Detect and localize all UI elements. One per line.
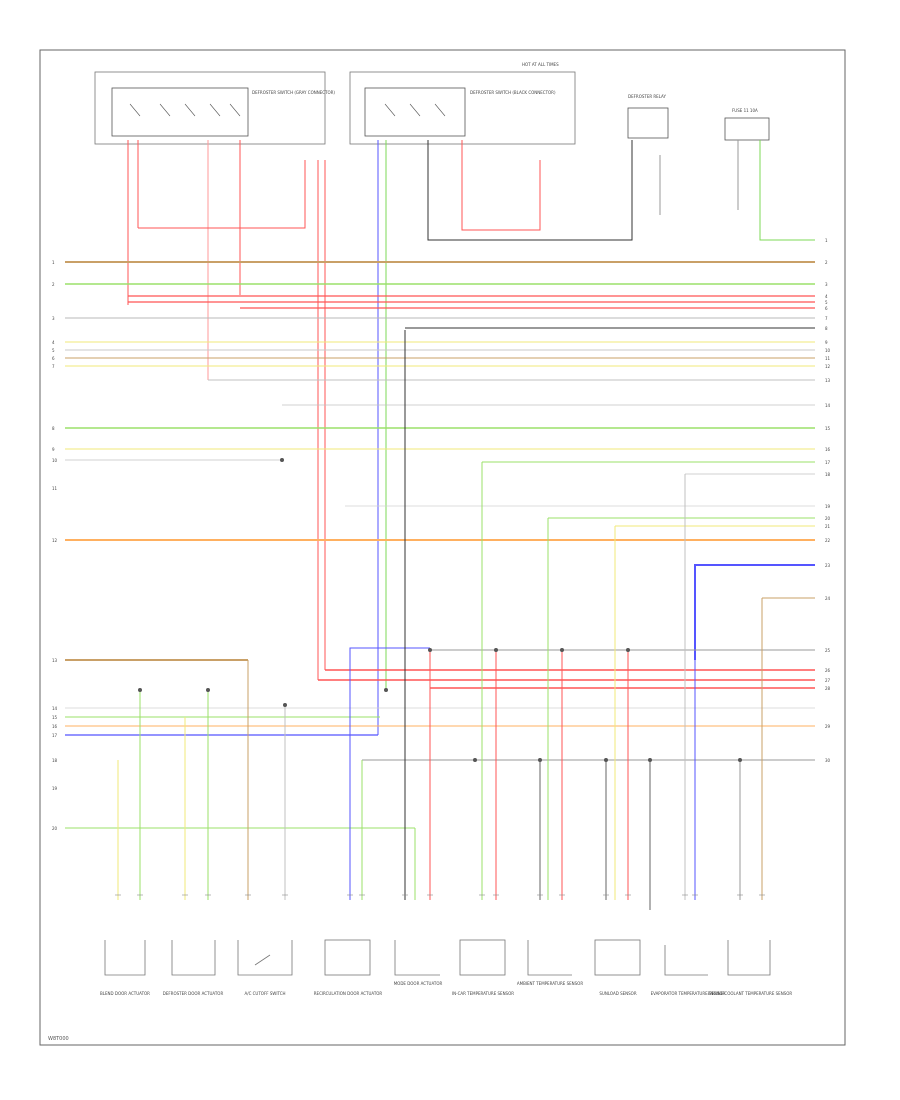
row-label-right: 13 xyxy=(825,378,831,383)
row-label-right: 19 xyxy=(825,504,831,509)
row-label-right: 1 xyxy=(825,238,828,243)
row-label-left: 2 xyxy=(52,282,55,287)
row-label-left: 8 xyxy=(52,426,55,431)
top-left-switch-assembly: DEFROSTER SWITCH (GRAY CONNECTOR) xyxy=(94,71,335,145)
row-label-left: 4 xyxy=(52,340,55,345)
row-label-right: 6 xyxy=(825,306,828,311)
component-label-4: RECIRCULATION DOOR ACTUATOR xyxy=(314,991,383,996)
row-label-right: 29 xyxy=(825,724,831,729)
row-label-right: 15 xyxy=(825,426,831,431)
fuse-label: FUSE 11 10A xyxy=(732,108,758,113)
row-label-right: 23 xyxy=(825,563,831,568)
top-mid-switch-assembly: DEFROSTER SWITCH (BLACK CONNECTOR) HOT A… xyxy=(349,62,576,145)
splice-points xyxy=(138,458,742,762)
row-label-right: 4 xyxy=(825,294,828,299)
row-label-right: 22 xyxy=(825,538,831,543)
component-label-10: ENGINE COOLANT TEMPERATURE SENSOR xyxy=(708,991,793,996)
row-label-right: 17 xyxy=(825,460,831,465)
row-label-left: 6 xyxy=(52,356,55,361)
row-label-right: 12 xyxy=(825,364,831,369)
component-label-6: IN-CAR TEMPERATURE SENSOR xyxy=(452,991,514,996)
row-label-right: 26 xyxy=(825,668,831,673)
row-label-right: 14 xyxy=(825,403,831,408)
row-label-right: 18 xyxy=(825,472,831,477)
row-label-right: 27 xyxy=(825,678,831,683)
row-label-right: 25 xyxy=(825,648,831,653)
switch-mid-label: DEFROSTER SWITCH (BLACK CONNECTOR) xyxy=(470,90,556,95)
row-label-right: 16 xyxy=(825,447,831,452)
row-label-left: 20 xyxy=(52,826,58,831)
top-vertical-wires xyxy=(127,140,815,735)
switch-left-label: DEFROSTER SWITCH (GRAY CONNECTOR) xyxy=(252,90,335,95)
component-label-9: EVAPORATOR TEMPERATURE SENSOR xyxy=(651,991,726,996)
hot-at-all-times-label: HOT AT ALL TIMES xyxy=(522,62,559,67)
right-row-labels: 1 2 3 4 5 6 7 8 9 10 11 12 13 14 15 16 1… xyxy=(825,238,831,763)
row-label-left: 13 xyxy=(52,658,58,663)
row-label-left: 7 xyxy=(52,364,55,369)
component-label-7: AMBIENT TEMPERATURE SENSOR xyxy=(517,981,583,986)
row-label-left: 1 xyxy=(52,260,55,265)
row-label-left: 9 xyxy=(52,447,55,452)
component-label-5: MODE DOOR ACTUATOR xyxy=(394,981,443,986)
row-label-right: 20 xyxy=(825,516,831,521)
row-label-right: 9 xyxy=(825,340,828,345)
row-label-right: 28 xyxy=(825,686,831,691)
row-label-left: 16 xyxy=(52,724,58,729)
component-label-1: BLEND DOOR ACTUATOR xyxy=(100,991,150,996)
bus-wires xyxy=(65,261,815,829)
row-label-left: 5 xyxy=(52,348,55,353)
row-label-right: 8 xyxy=(825,326,828,331)
row-label-right: 30 xyxy=(825,758,831,763)
fuse-block: FUSE 11 10A xyxy=(724,108,770,141)
footer-code: W8T000 xyxy=(48,1036,69,1042)
row-label-left: 15 xyxy=(52,715,58,720)
diagram-border xyxy=(39,49,846,1046)
row-label-left: 17 xyxy=(52,733,58,738)
row-label-left: 11 xyxy=(52,486,58,491)
row-label-left: 19 xyxy=(52,786,58,791)
bottom-vertical-wires xyxy=(117,330,763,910)
row-label-right: 24 xyxy=(825,596,831,601)
row-label-right: 11 xyxy=(825,356,831,361)
relay-label: DEFROSTER RELAY xyxy=(628,94,666,99)
row-label-right: 3 xyxy=(825,282,828,287)
bottom-components xyxy=(104,939,771,976)
left-row-labels: 1 2 3 4 5 6 7 8 9 10 11 12 13 14 15 16 1… xyxy=(52,260,58,831)
component-label-3: A/C CUTOFF SWITCH xyxy=(244,991,285,996)
row-label-right: 2 xyxy=(825,260,828,265)
row-label-right: 21 xyxy=(825,524,831,529)
row-label-left: 18 xyxy=(52,758,58,763)
bottom-component-labels: BLEND DOOR ACTUATOR DEFROSTER DOOR ACTUA… xyxy=(100,981,792,996)
component-label-8: SUNLOAD SENSOR xyxy=(599,991,636,996)
defroster-relay: DEFROSTER RELAY xyxy=(627,94,669,139)
component-label-2: DEFROSTER DOOR ACTUATOR xyxy=(163,991,224,996)
row-label-left: 3 xyxy=(52,316,55,321)
row-label-right: 7 xyxy=(825,316,828,321)
row-label-right: 5 xyxy=(825,300,828,305)
row-label-left: 14 xyxy=(52,706,58,711)
row-label-left: 10 xyxy=(52,458,58,463)
row-label-left: 12 xyxy=(52,538,58,543)
row-label-right: 10 xyxy=(825,348,831,353)
